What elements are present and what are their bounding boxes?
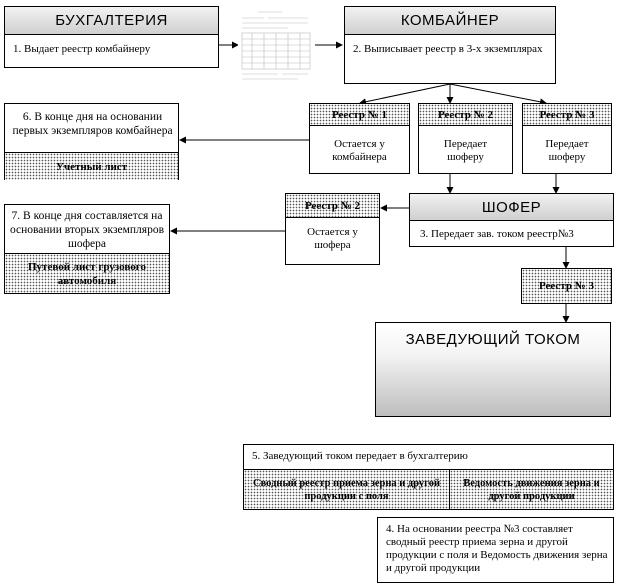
waybill-label: Путевой лист грузового автомобиля bbox=[28, 260, 146, 287]
register-3-text: Передает шоферу bbox=[545, 138, 589, 163]
movement-statement-cell: Ведомость движения зерна и другой продук… bbox=[450, 469, 613, 509]
register-1-box: Реестр № 1 Остается у комбайнера bbox=[309, 103, 410, 174]
waybill-box: 7. В конце дня составляется на основании… bbox=[4, 204, 170, 294]
register-1-title: Реестр № 1 bbox=[310, 104, 409, 126]
register-3-box: Реестр № 3 Передает шоферу bbox=[522, 103, 612, 174]
transfer-to-accounting-text: 5. Заведующий током передает в бухгалтер… bbox=[252, 450, 468, 462]
driver-box: ШОФЕР 3. Передает зав. током реестр№3 bbox=[409, 193, 614, 247]
register-3-manager-title: Реестр № 3 bbox=[538, 280, 595, 292]
manager-summary-text: 4. На основании реестра №3 составляет св… bbox=[386, 523, 608, 574]
combiner-box: КОМБАЙНЕР 2. Выписывает реестр в 3-х экз… bbox=[344, 6, 556, 84]
register-2-box: Реестр № 2 Передает шоферу bbox=[418, 103, 513, 174]
accounting-step-text: 1. Выдает реестр комбайнеру bbox=[13, 43, 151, 55]
waybill-step-text: 7. В конце дня составляется на основании… bbox=[9, 210, 165, 250]
transfer-to-accounting-box: 5. Заведующий током передает в бухгалтер… bbox=[243, 444, 614, 510]
register-2-driver-title: Реестр № 2 bbox=[286, 194, 379, 218]
accounting-sheet-footer: Учетный лист bbox=[5, 152, 178, 180]
summary-register-cell: Сводный реестр приема зерна и другой про… bbox=[244, 469, 450, 509]
register-3-manager-box: Реестр № 3 bbox=[521, 268, 612, 304]
accounting-sheet-label: Учетный лист bbox=[55, 160, 128, 173]
accounting-sheet-box: 6. В конце дня на основании первых экзем… bbox=[4, 103, 179, 180]
register-3-title: Реестр № 3 bbox=[523, 104, 611, 126]
register-2-title: Реестр № 2 bbox=[419, 104, 512, 126]
driver-title: ШОФЕР bbox=[410, 194, 613, 221]
arrow-komb-to-reg1 bbox=[359, 83, 451, 106]
threshing-floor-manager-title: ЗАВЕДУЮЩИЙ ТОКОМ bbox=[405, 331, 581, 348]
driver-step-text: 3. Передает зав. током реестр№3 bbox=[420, 228, 574, 240]
waybill-footer: Путевой лист грузового автомобиля bbox=[5, 253, 169, 293]
threshing-floor-manager-box: ЗАВЕДУЮЩИЙ ТОКОМ bbox=[375, 322, 611, 417]
register-2-text: Передает шоферу bbox=[443, 138, 488, 163]
movement-statement-label: Ведомость движения зерна и другой продук… bbox=[463, 477, 600, 502]
combiner-step-text: 2. Выписывает реестр в 3-х экземплярах bbox=[353, 43, 543, 55]
accounting-box: БУХГАЛТЕРИЯ 1. Выдает реестр комбайнеру bbox=[4, 6, 219, 68]
manager-summary-box: 4. На основании реестра №3 составляет св… bbox=[377, 517, 614, 583]
combiner-title: КОМБАЙНЕР bbox=[345, 7, 555, 35]
register-2-driver-box: Реестр № 2 Остается у шофера bbox=[285, 193, 380, 265]
accounting-sheet-step-text: 6. В конце дня на основании первых экзем… bbox=[12, 111, 173, 137]
register-2-driver-text: Остается у шофера bbox=[307, 226, 358, 251]
register-1-text: Остается у комбайнера bbox=[332, 138, 387, 163]
arrow-komb-to-reg3 bbox=[449, 83, 547, 106]
register-document-icon bbox=[238, 6, 314, 86]
accounting-title: БУХГАЛТЕРИЯ bbox=[5, 7, 218, 35]
summary-register-label: Сводный реестр приема зерна и другой про… bbox=[252, 477, 440, 502]
